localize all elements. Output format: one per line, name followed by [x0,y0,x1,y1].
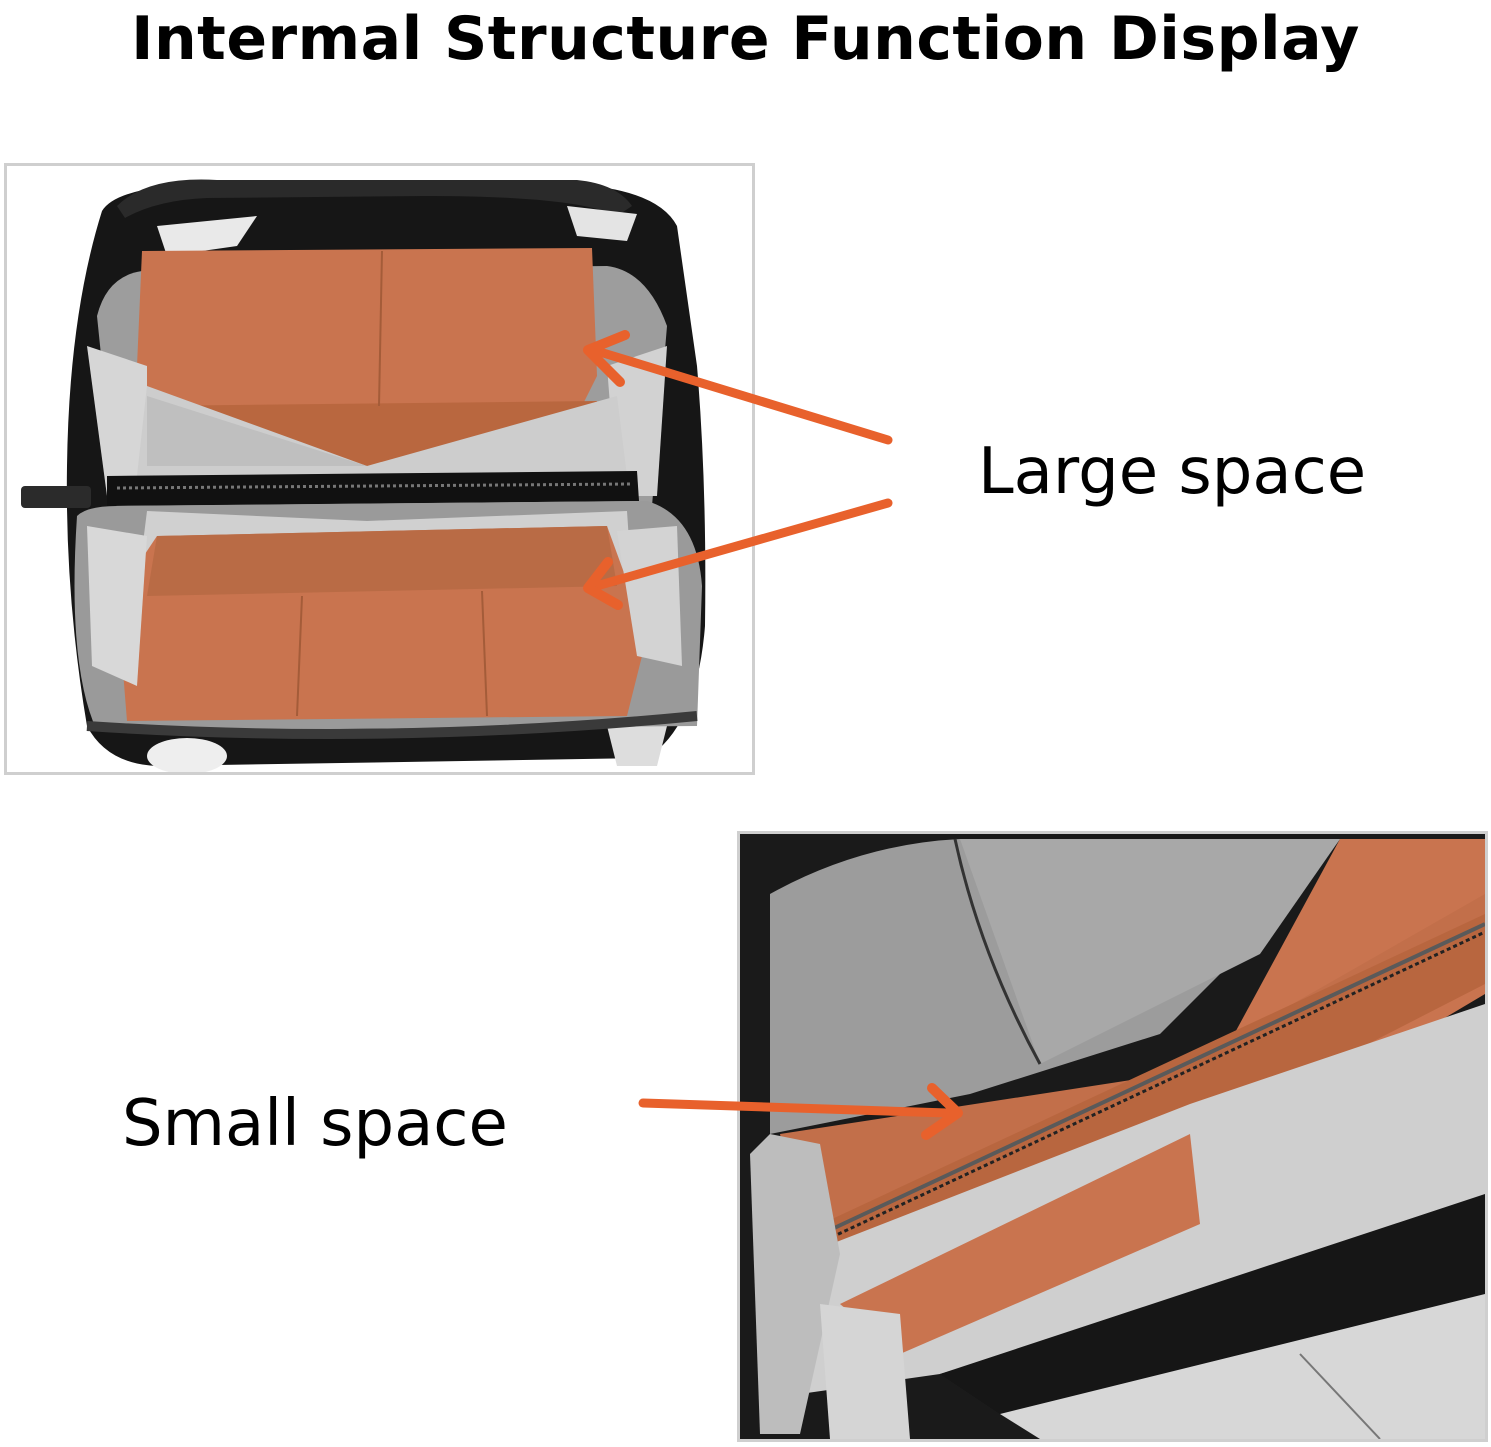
bag-inner-closeup-image [737,831,1488,1442]
page-title: Intermal Structure Function Display [131,4,1360,74]
bag-open-top-view-image [4,163,755,775]
large-space-label: Large space [978,435,1367,509]
small-space-label: Small space [122,1087,508,1161]
